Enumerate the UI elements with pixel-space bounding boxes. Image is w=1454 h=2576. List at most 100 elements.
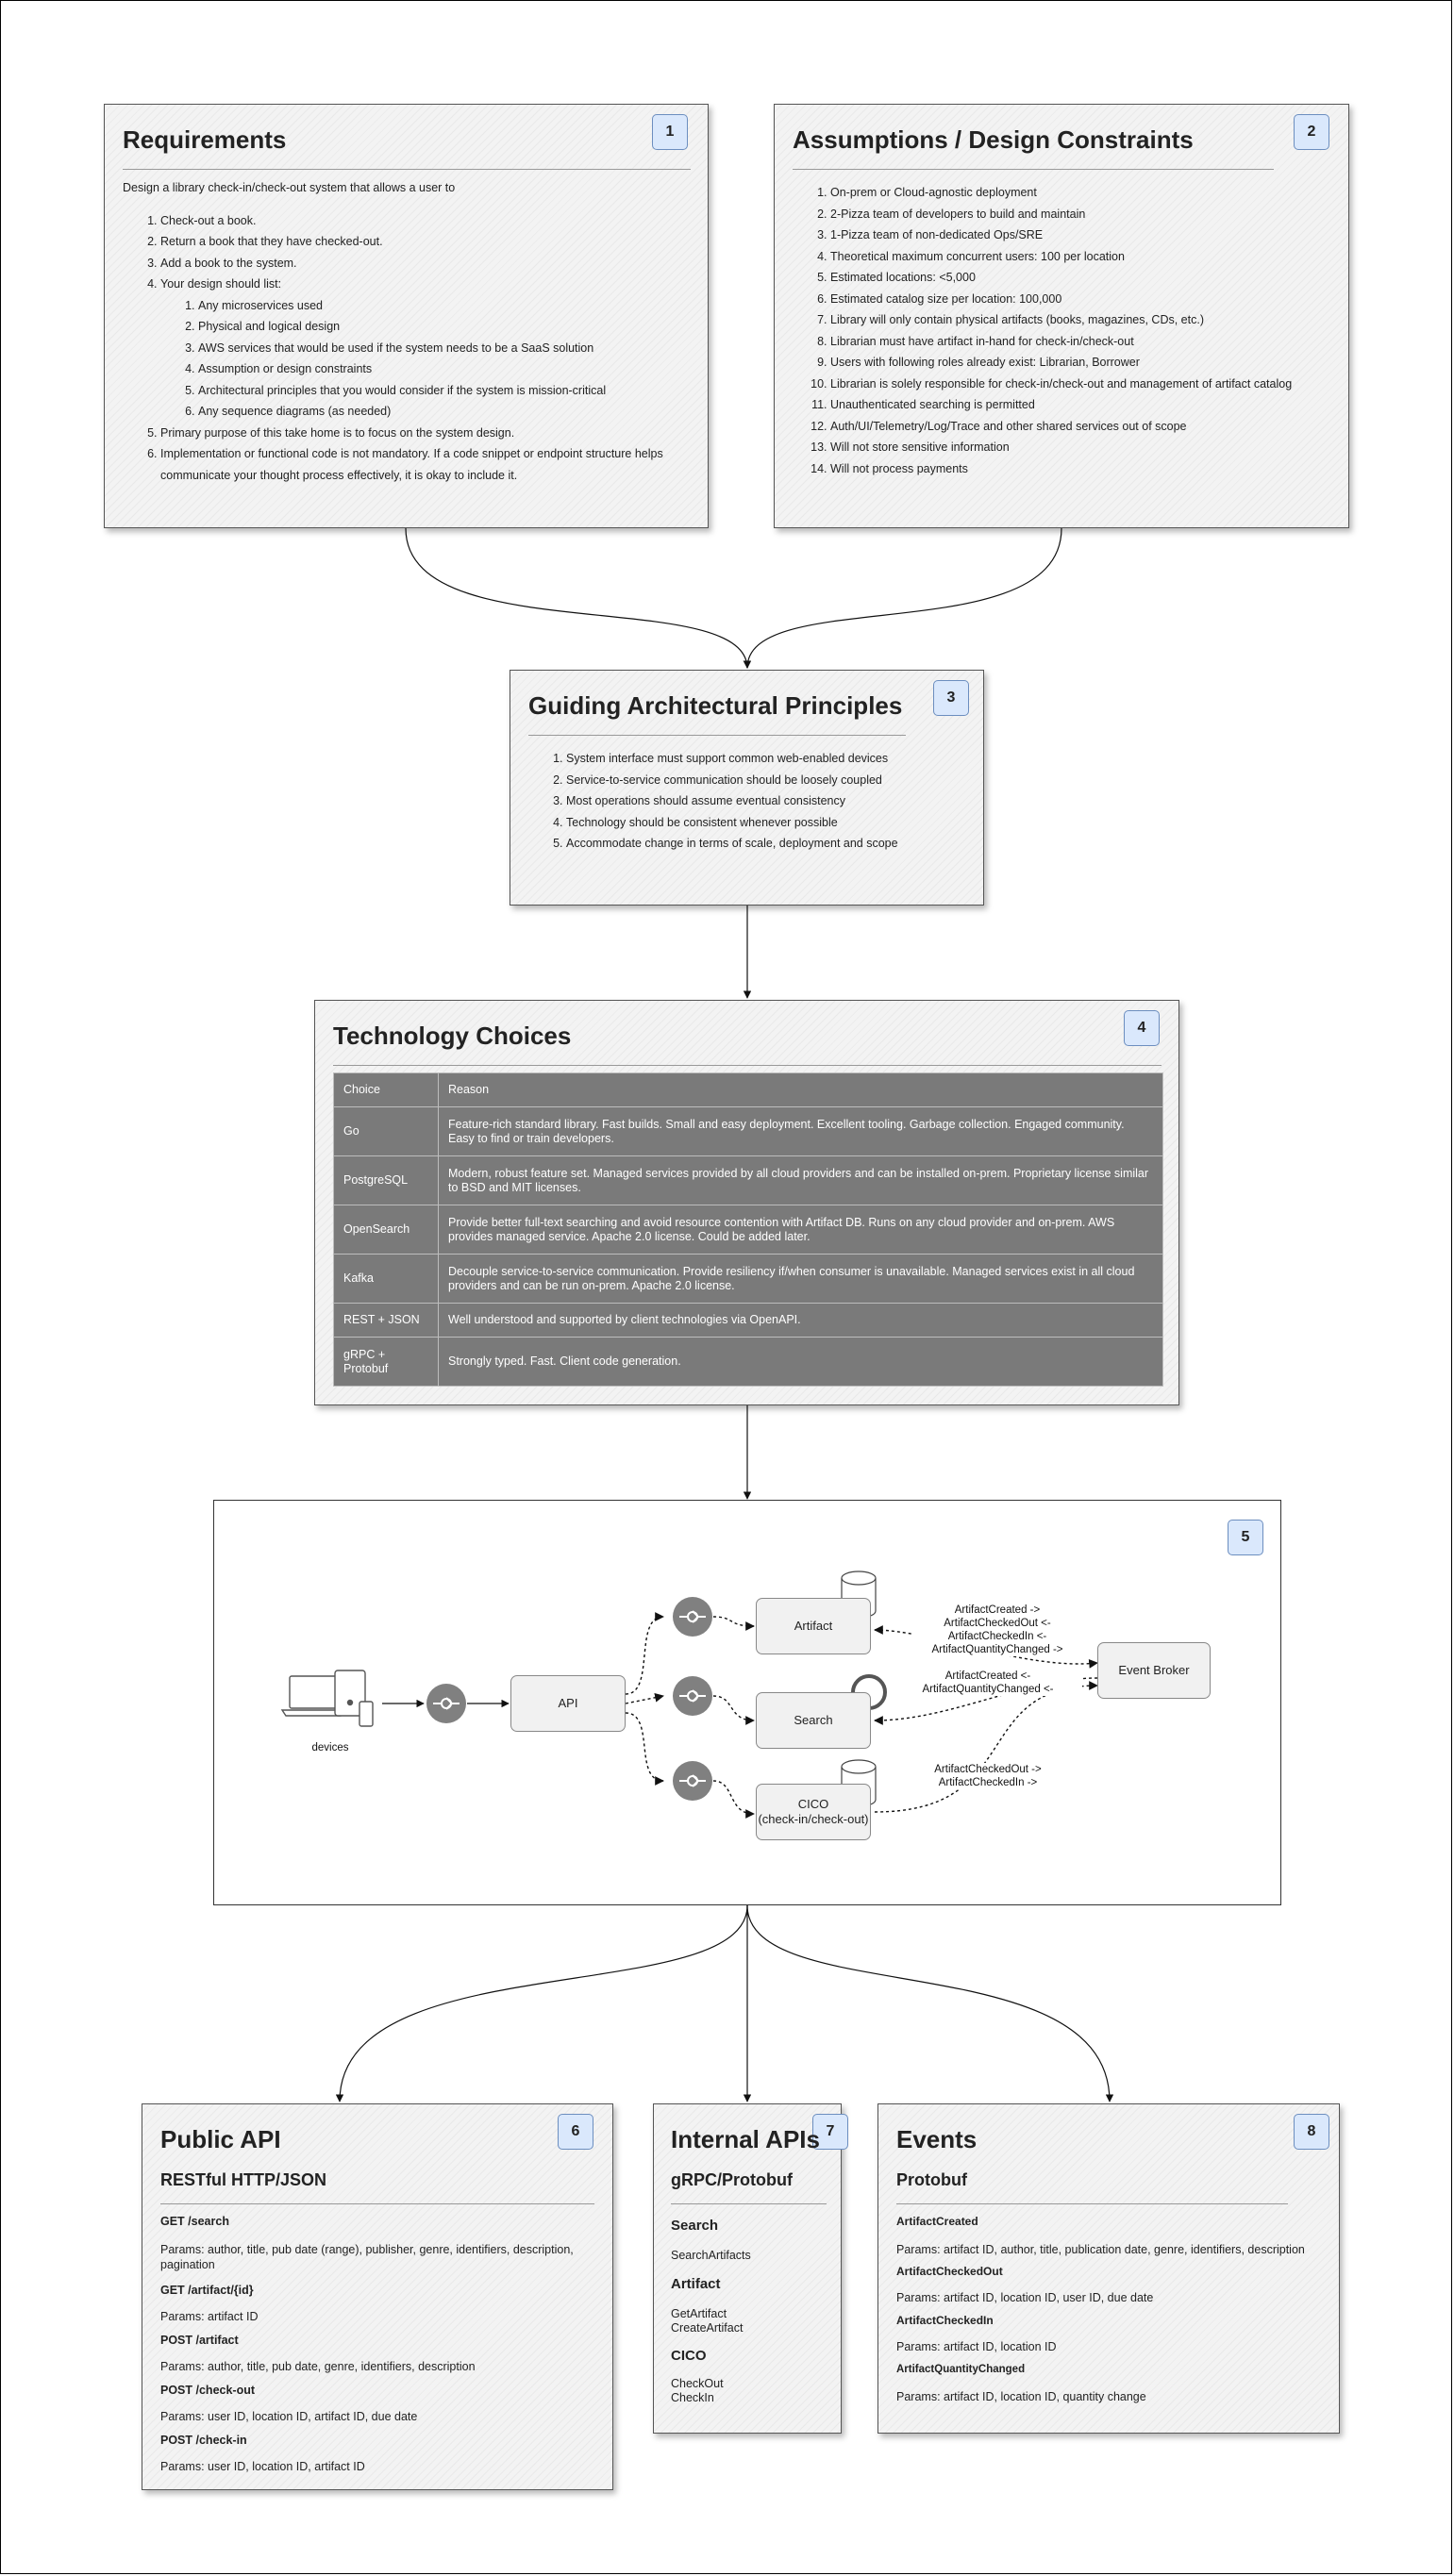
list-item: Service-to-service communication should … (566, 770, 981, 791)
card-subtitle: Protobuf (896, 2170, 967, 2189)
table-row: OpenSearch Provide better full-text sear… (333, 1205, 1163, 1255)
endpoint-params: Params: user ID, location ID, artifact I… (160, 2460, 365, 2473)
principles-card: 3 Guiding Architectural Principles Syste… (510, 670, 984, 906)
architecture-diagram: 5 (213, 1500, 1281, 1905)
table-header-cell: Reason (438, 1072, 1163, 1107)
list-item: Librarian must have artifact in-hand for… (830, 331, 1340, 353)
event-name: ArtifactCreated (896, 2215, 978, 2228)
list-item: Unauthenticated searching is permitted (830, 394, 1340, 416)
list-item: Will not process payments (830, 458, 1340, 480)
card-number-badge: 8 (1294, 2114, 1329, 2150)
api-group-name: Artifact (671, 2276, 721, 2292)
card-title: Internal APIs (671, 2125, 820, 2153)
api-method: CheckIn (671, 2391, 714, 2404)
card-number-badge: 1 (652, 114, 688, 150)
table-row: PostgreSQL Modern, robust feature set. M… (333, 1155, 1163, 1205)
list-item: Return a book that they have checked-out… (160, 231, 689, 253)
table-cell: Provide better full-text searching and a… (438, 1205, 1163, 1255)
devices-label: devices (311, 1742, 349, 1753)
edge-gw-artifact (712, 1616, 755, 1631)
gateway-icon (426, 1684, 466, 1723)
table-header-cell: Choice (333, 1072, 439, 1107)
edge-gw-cico (712, 1780, 755, 1819)
card-number-badge: 5 (1228, 1520, 1263, 1555)
table-cell: Kafka (333, 1254, 439, 1304)
endpoint-params: Params: artifact ID (160, 2310, 259, 2323)
event-label-line: ArtifactCreated <- (944, 1670, 1031, 1682)
list-item: Implementation or functional code is not… (160, 443, 689, 486)
table-cell: Go (333, 1106, 439, 1156)
principles-body: System interface must support common web… (528, 748, 981, 855)
endpoint-route: POST /check-in (160, 2434, 247, 2447)
event-label-line: ArtifactCheckedOut -> (934, 1764, 1042, 1775)
title-divider (123, 169, 691, 170)
list-item: Estimated catalog size per location: 100… (830, 289, 1340, 310)
event-name: ArtifactCheckedIn (896, 2314, 994, 2327)
internal-api-card: 7 Internal APIs gRPC/Protobuf Search Sea… (653, 2103, 848, 2434)
list-item: On-prem or Cloud-agnostic deployment (830, 182, 1340, 204)
principles-list: System interface must support common web… (528, 748, 981, 855)
card-number-badge: 6 (558, 2114, 593, 2150)
card-subtitle: gRPC/Protobuf (671, 2170, 793, 2189)
event-label-line: ArtifactQuantityChanged <- (922, 1684, 1054, 1695)
requirements-intro: Design a library check-in/check-out syst… (123, 181, 456, 194)
title-divider (333, 1065, 1162, 1066)
requirements-list: Check-out a book. Return a book that the… (123, 210, 689, 487)
title-divider (793, 169, 1274, 170)
endpoint-route: GET /artifact/{id} (160, 2284, 254, 2297)
list-item: Add a book to the system. (160, 253, 689, 274)
event-label-line: ArtifactCheckedOut <- (944, 1618, 1051, 1629)
card-number-badge: 3 (933, 680, 969, 716)
edge-gw-search (712, 1695, 755, 1725)
event-label-line: ArtifactQuantityChanged -> (931, 1644, 1063, 1655)
list-item: Technology should be consistent whenever… (566, 812, 981, 834)
card-number-badge: 7 (812, 2114, 848, 2150)
list-item: Most operations should assume eventual c… (566, 790, 981, 812)
card-number-badge: 4 (1124, 1010, 1160, 1046)
cico-sublabel: (check-in/check-out) (758, 1812, 869, 1826)
api-group-name: Search (671, 2218, 719, 2234)
table-row: Kafka Decouple service-to-service commun… (333, 1254, 1163, 1304)
list-item: Library will only contain physical artif… (830, 309, 1340, 331)
events-card: 8 Events Protobuf ArtifactCreated Params… (877, 2103, 1340, 2434)
table-row: gRPC + Protobuf Strongly typed. Fast. Cl… (333, 1337, 1163, 1387)
assumptions-list: On-prem or Cloud-agnostic deployment 2-P… (793, 182, 1340, 479)
edge-broker-search (874, 1677, 1098, 1725)
edge-api-artifact-gw (625, 1612, 664, 1695)
endpoint-params: Params: author, title, pub date (range),… (160, 2243, 574, 2271)
list-item: Estimated locations: <5,000 (830, 267, 1340, 289)
card-title: Events (896, 2125, 978, 2153)
event-name: ArtifactQuantityChanged (896, 2364, 1026, 2375)
api-group-name: CICO (671, 2348, 707, 2364)
endpoint-route: GET /search (160, 2215, 229, 2228)
list-item: Architectural principles that you would … (198, 380, 689, 402)
list-item: Physical and logical design (198, 316, 689, 338)
table-row: REST + JSON Well understood and supporte… (333, 1303, 1163, 1338)
card-title: Public API (160, 2125, 281, 2153)
event-broker-node: Event Broker (1097, 1642, 1211, 1699)
search-events-label: ArtifactCreated <- ArtifactQuantityChang… (894, 1670, 1082, 1696)
table-cell: OpenSearch (333, 1205, 439, 1255)
table-cell: Feature-rich standard library. Fast buil… (438, 1106, 1163, 1156)
table-cell: Strongly typed. Fast. Client code genera… (438, 1337, 1163, 1387)
api-method: GetArtifact (671, 2307, 727, 2320)
list-item: Librarian is solely responsible for chec… (830, 374, 1340, 395)
list-item-text: Your design should list: (160, 277, 282, 291)
api-node: API (510, 1675, 626, 1732)
table-cell: Well understood and supported by client … (438, 1303, 1163, 1338)
card-number-badge: 2 (1294, 114, 1329, 150)
search-gateway-icon (673, 1676, 712, 1716)
list-item: Accommodate change in terms of scale, de… (566, 833, 981, 855)
public-api-card: 6 Public API RESTful HTTP/JSON GET /sear… (142, 2103, 613, 2490)
table-header-row: Choice Reason (333, 1072, 1163, 1107)
title-divider (160, 2203, 594, 2204)
artifact-events-label: ArtifactCreated -> ArtifactCheckedOut <-… (912, 1604, 1082, 1656)
event-params: Params: artifact ID, location ID, user I… (896, 2291, 1154, 2304)
title-divider (671, 2203, 827, 2204)
api-method: CreateArtifact (671, 2321, 744, 2335)
list-item: Primary purpose of this take home is to … (160, 423, 689, 444)
design-list: Any microservices used Physical and logi… (160, 295, 689, 423)
card-title: Requirements (123, 125, 287, 154)
edge-api-cico-gw (625, 1712, 664, 1786)
